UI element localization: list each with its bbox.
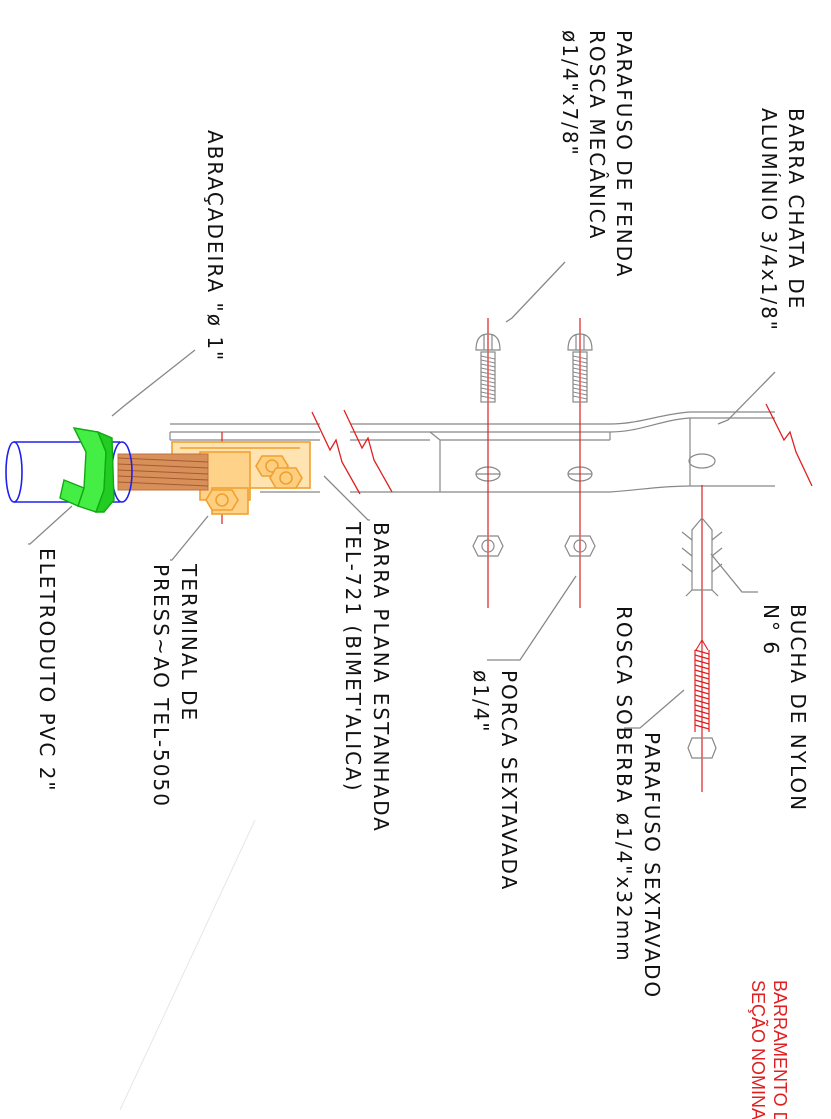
label-parafuso-fenda-3: ø1/4"x7/8" (558, 30, 582, 157)
title-line-1: BARRAMENTO D (770, 980, 790, 1119)
label-barra-chata-1: BARRA CHATA DE (784, 108, 808, 310)
label-barra-chata-2: ALUMÍNIO 3/4x1/8" (757, 108, 781, 332)
label-bucha-1: BUCHA DE NYLON (786, 604, 810, 812)
centerlines (221, 318, 703, 792)
label-bucha-2: N° 6 (759, 604, 783, 656)
break-symbols (311, 403, 813, 495)
leader-lines (28, 261, 776, 729)
cable (117, 453, 209, 491)
label-barra-plana-2: TEL-721 (BIMET'ALICA) (341, 521, 365, 793)
labels: BARRA CHATA DE ALUMÍNIO 3/4x1/8" PARAFUS… (35, 30, 810, 1119)
label-abracadeira: ABRAÇADEIRA "ø 1" (203, 130, 227, 362)
label-porca-2: ø1/4" (469, 670, 493, 734)
label-terminal-2: PRESS~AO TEL-5050 (149, 564, 173, 808)
clamp-icon (59, 427, 115, 513)
label-porca-1: PORCA SEXTAVADA (497, 670, 521, 891)
nylon-anchor-icon (681, 517, 723, 597)
construction-line (119, 819, 256, 1111)
title-line-2: SEÇÃO NOMINAL (748, 980, 769, 1119)
label-parafuso-sext-1: PARAFUSO SEXTAVADO (640, 732, 664, 999)
label-barra-plana-1: BARRA PLANA ESTANHADA (369, 522, 393, 833)
label-parafuso-fenda-1: PARAFUSO DE FENDA (612, 30, 636, 278)
screw-icon (475, 333, 593, 403)
label-eletroduto: ELETRODUTO PVC 2" (35, 548, 59, 793)
label-terminal-1: TERMINAL DE (177, 563, 201, 722)
label-parafuso-fenda-2: ROSCA MECÂNICA (585, 30, 609, 240)
nut-icon (472, 535, 596, 557)
label-parafuso-sext-2: ROSCA SOBERBA ø1/4"x32mm (612, 606, 636, 963)
aluminum-flat-bar (169, 411, 775, 493)
lag-screw-icon (687, 639, 717, 759)
